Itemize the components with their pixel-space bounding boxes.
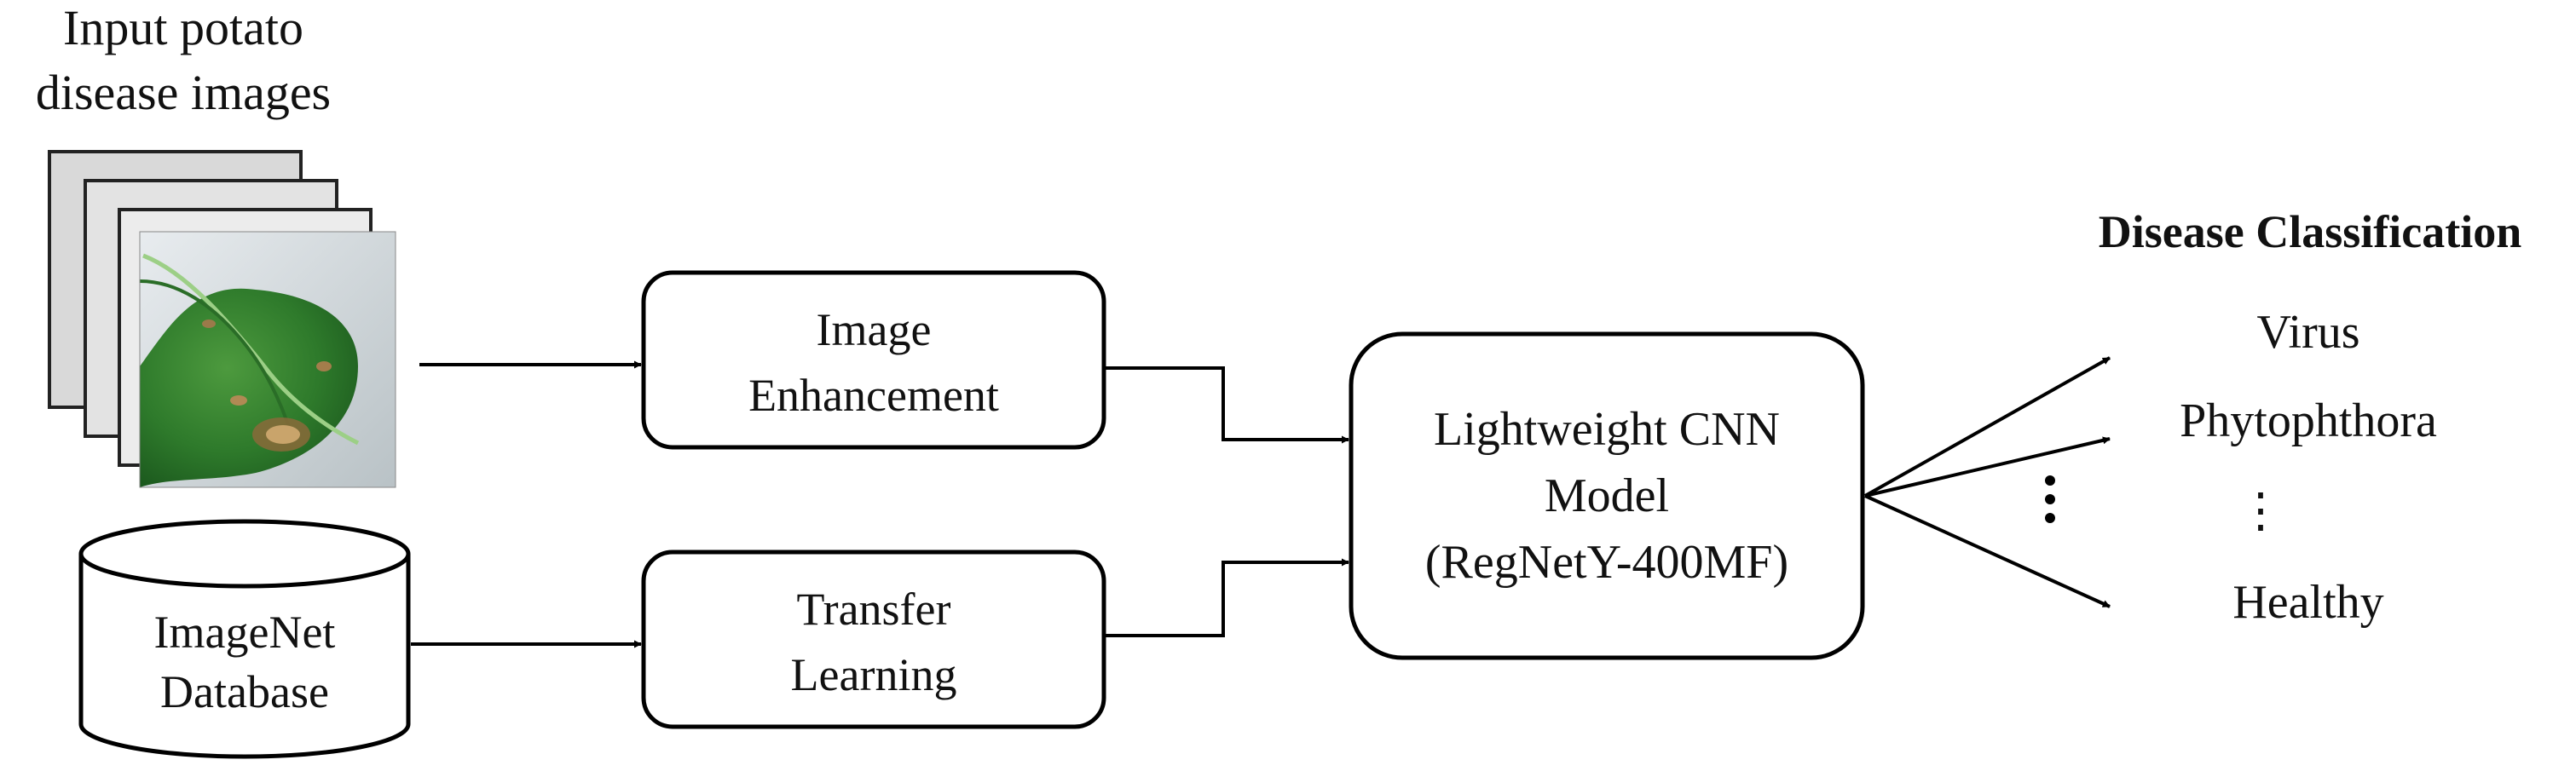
arrow-transfer-to-model (1106, 558, 1349, 637)
arrow-model-to-phytophthora (1864, 436, 2111, 498)
input-title-line2: disease images (36, 65, 331, 120)
imagenet-database-cylinder: ImageNet Database (78, 519, 411, 759)
arrow-model-to-healthy (1864, 494, 2111, 608)
model-line1: Lightweight CNN (1434, 403, 1780, 456)
model-line2: Model (1545, 469, 1669, 522)
transfer-learning-box: Transfer Learning (641, 550, 1106, 729)
arrow-enhancement-to-model (1106, 366, 1349, 444)
flow-arrows (411, 356, 2111, 648)
database-label-line2: Database (160, 666, 329, 717)
transfer-line2: Learning (791, 649, 957, 700)
arrow-ellipsis (2045, 475, 2055, 523)
cnn-model-box: Lightweight CNN Model (RegNetY-400MF) (1349, 331, 1865, 660)
image-enhancement-box: Image Enhancement (641, 270, 1106, 450)
class-label-phytophthora: Phytophthora (2180, 394, 2437, 447)
class-label-virus: Virus (2256, 306, 2359, 359)
model-line3: (RegNetY-400MF) (1425, 536, 1788, 589)
database-label-line1: ImageNet (154, 607, 336, 658)
class-label-healthy: Healthy (2232, 576, 2383, 629)
enhancement-line1: Image (817, 304, 932, 355)
enhancement-line2: Enhancement (748, 370, 999, 421)
transfer-line1: Transfer (797, 584, 951, 635)
arrow-model-to-virus (1864, 356, 2111, 498)
classification-title: Disease Classification (2099, 206, 2521, 257)
image-stack (48, 150, 396, 488)
potato-leaf-photo (139, 231, 396, 488)
input-title-line1: Input potato (63, 0, 303, 55)
class-ellipsis: ⋮ (2237, 485, 2284, 538)
